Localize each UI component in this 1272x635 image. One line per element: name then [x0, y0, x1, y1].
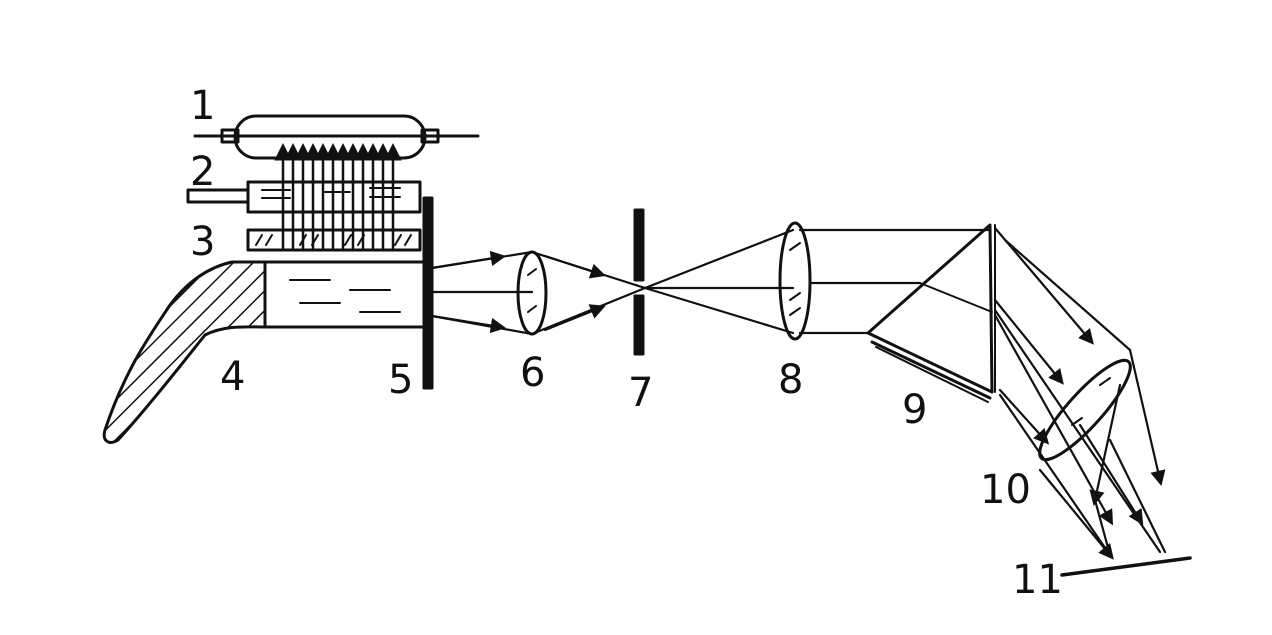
filter-plate [246, 228, 422, 252]
label-3: 3 [190, 219, 216, 265]
target-surface [1060, 556, 1192, 577]
label-10: 10 [980, 467, 1031, 513]
label-7: 7 [628, 370, 654, 416]
collimated-beam [798, 228, 992, 335]
focusing-lens [516, 250, 548, 336]
flash-lamp [193, 114, 480, 160]
aperture [633, 208, 645, 356]
output-lens [1038, 358, 1132, 462]
label-9: 9 [902, 387, 928, 433]
output-mirror [422, 196, 434, 390]
output-rays [993, 226, 1167, 560]
label-6: 6 [520, 350, 546, 396]
label-1: 1 [190, 83, 216, 129]
label-4: 4 [220, 354, 246, 400]
laser-beam-rays [430, 228, 795, 336]
label-8: 8 [778, 357, 804, 403]
prism [866, 223, 996, 403]
label-11: 11 [1012, 557, 1063, 603]
label-5: 5 [388, 357, 414, 403]
collimating-lens [778, 221, 812, 341]
laser-head [186, 180, 422, 214]
light-guide [102, 260, 427, 444]
label-2: 2 [190, 149, 216, 195]
pump-light-arrows [274, 143, 402, 252]
